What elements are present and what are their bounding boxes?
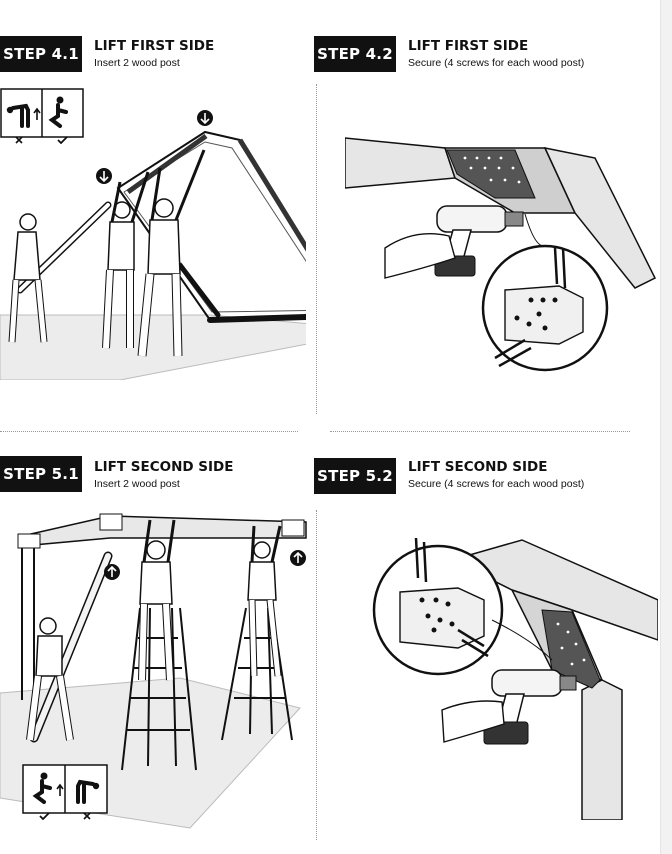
bent-back-lift-icon-2: [76, 779, 100, 804]
illustration-step-4-1: [0, 110, 306, 380]
step-badge-5-2: STEP 5.2: [314, 458, 396, 494]
step-title-4-1: LIFT FIRST SIDE: [94, 38, 215, 54]
step-subtitle-5-2: Secure (4 screws for each wood post): [408, 478, 585, 490]
step-title-5-2: LIFT SECOND SIDE: [408, 459, 548, 475]
step-badge-4-2: STEP 4.2: [314, 36, 396, 72]
posture-icons-5-1: [22, 764, 108, 820]
drill-2: [483, 669, 577, 745]
check-mark-icon-2: [39, 812, 50, 820]
arrow-up-icon-2: [56, 783, 64, 796]
divider-horizontal-right: [330, 431, 630, 432]
step-subtitle-4-1: Insert 2 wood post: [94, 57, 180, 69]
step-title-4-2: LIFT FIRST SIDE: [408, 38, 529, 54]
illustration-step-5-1: [0, 513, 307, 829]
illustration-step-5-2: [372, 537, 658, 820]
straight-back-lift-icon: [48, 96, 68, 128]
arrow-down-icon: [99, 171, 109, 183]
straight-back-lift-icon-2: [32, 772, 52, 804]
step-subtitle-4-2: Secure (4 screws for each wood post): [408, 57, 585, 69]
illustration-step-4-2: [345, 137, 657, 372]
bent-back-lift-icon: [6, 103, 30, 128]
step-subtitle-5-1: Insert 2 wood post: [94, 478, 180, 490]
posture-icons-4-1: [0, 88, 84, 144]
drill: [434, 205, 524, 277]
scrollbar-track[interactable]: [660, 0, 672, 854]
step-badge-5-1: STEP 5.1: [0, 456, 82, 492]
x-mark-icon-2: [83, 812, 91, 820]
arrow-up-icon: [33, 107, 41, 120]
check-mark-icon: [57, 136, 68, 144]
divider-horizontal-left: [0, 431, 298, 432]
divider-vertical-bottom: [316, 510, 317, 840]
divider-vertical-top: [316, 84, 317, 414]
step-badge-4-1: STEP 4.1: [0, 36, 82, 72]
step-title-5-1: LIFT SECOND SIDE: [94, 459, 234, 475]
x-mark-icon: [15, 136, 23, 144]
